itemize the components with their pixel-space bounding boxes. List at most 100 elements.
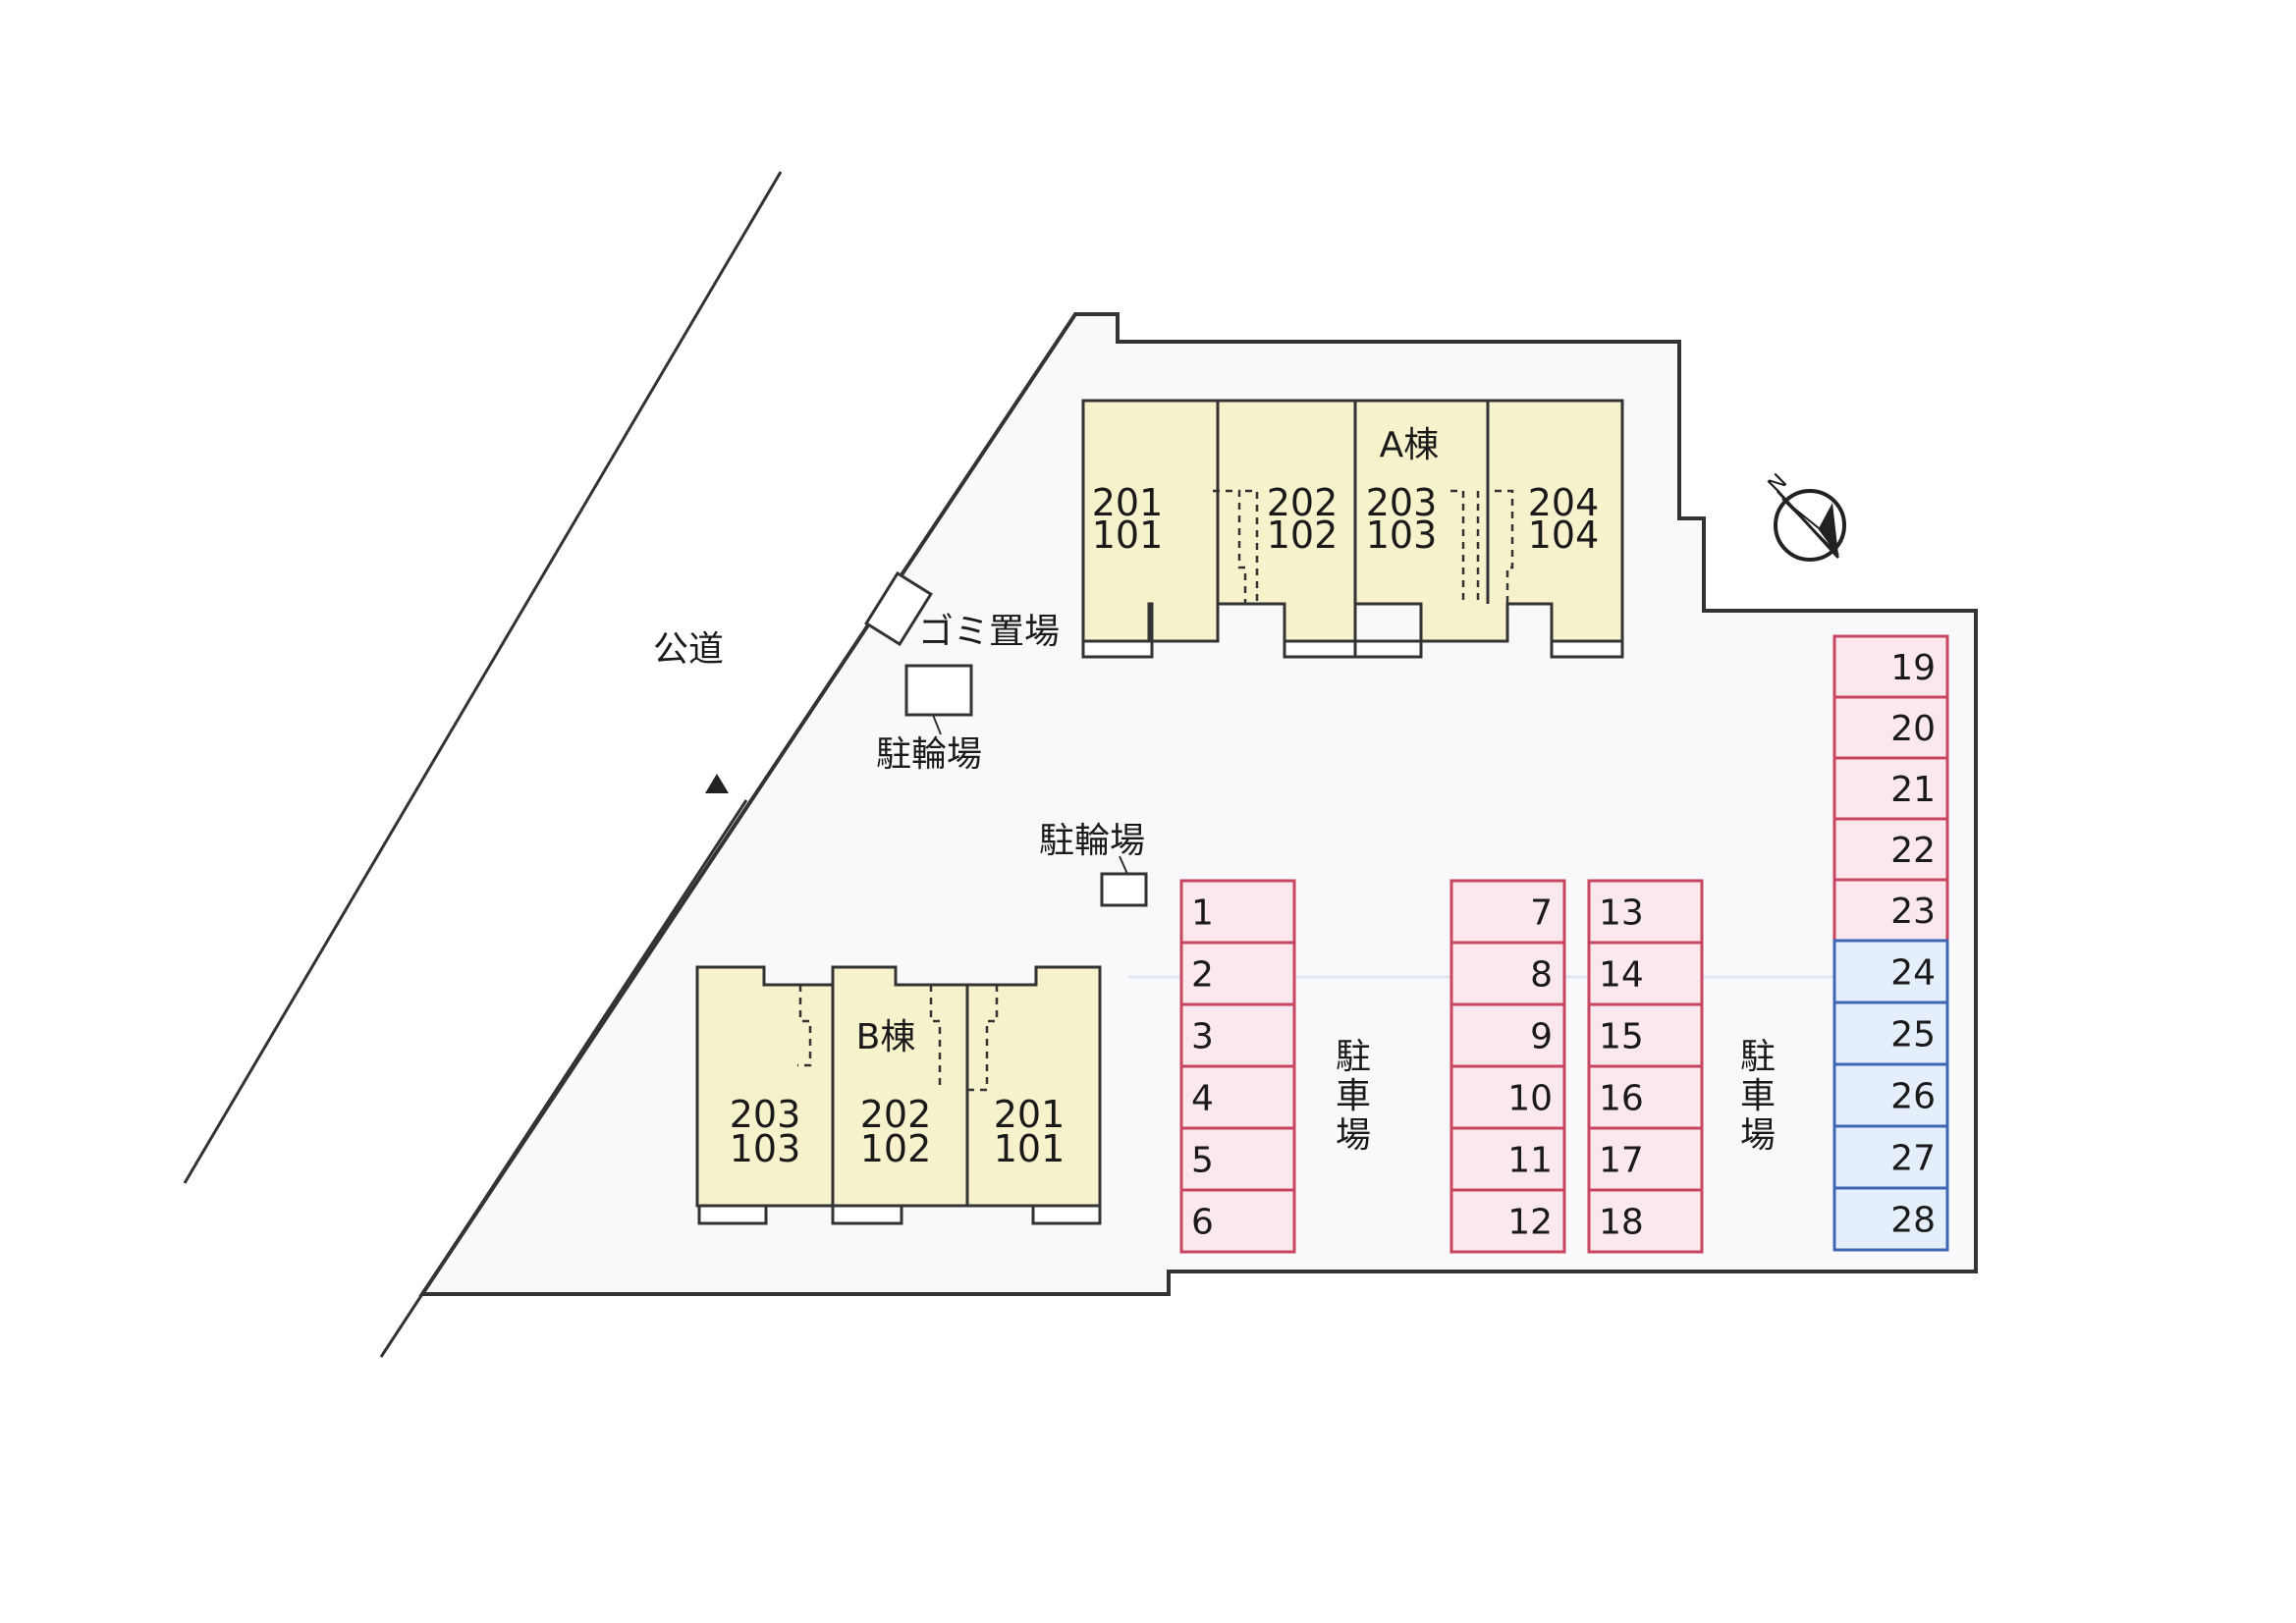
building-a-unit-lower: 103 <box>1366 514 1438 557</box>
parking-spot-number: 13 <box>1599 893 1644 934</box>
parking-spot <box>1832 878 1949 943</box>
building-a-stair <box>1450 489 1465 604</box>
parking-spot <box>1832 1001 1949 1066</box>
parking-spot <box>1449 1188 1566 1254</box>
svg-text:車: 車 <box>1740 1076 1776 1116</box>
parking-spot-number: 5 <box>1191 1141 1214 1181</box>
parking-spot <box>1449 1064 1566 1130</box>
building-b-unit-lower: 101 <box>994 1127 1066 1170</box>
building-b-unit-lower: 103 <box>730 1127 801 1170</box>
parking-spot <box>1832 1062 1949 1128</box>
building-a-unit-upper: 203 <box>1366 481 1438 524</box>
building-b-name: B棟 <box>856 1017 916 1057</box>
building-a-stair <box>1495 489 1514 604</box>
building-a-balcony <box>1353 639 1423 659</box>
parking-spot-number: 3 <box>1191 1017 1214 1057</box>
building-b-unit-lower: 102 <box>860 1127 932 1170</box>
parking-spot <box>1832 756 1949 821</box>
parking-spot <box>1587 1002 1704 1068</box>
parking-spot <box>1179 941 1296 1006</box>
parking-spot-number: 6 <box>1191 1203 1214 1243</box>
parking-spot <box>1832 1124 1949 1190</box>
building-a-unit-lower: 104 <box>1528 514 1600 557</box>
building-a: A棟 201 101 202 102 203 103 204 104 <box>1081 399 1624 659</box>
road-label: 公道 <box>653 629 724 670</box>
building-a-stair <box>1213 489 1247 604</box>
parking-spot-number: 23 <box>1890 892 1936 932</box>
parking-spot <box>1832 634 1949 699</box>
bicycle-shelter-1 <box>904 664 973 717</box>
parking-spot-number: 24 <box>1890 953 1936 994</box>
parking-spot-number: 2 <box>1191 955 1214 996</box>
parking-spot-number: 21 <box>1890 770 1936 810</box>
parking-spot <box>1449 1126 1566 1192</box>
building-a-stair <box>1245 489 1259 604</box>
building-b-unit-upper: 201 <box>994 1093 1066 1136</box>
compass-label: N <box>1764 469 1792 498</box>
building-b-balcony <box>1031 1204 1102 1225</box>
parking-spot <box>1587 879 1704 945</box>
parking-spot-number: 12 <box>1507 1203 1553 1243</box>
parking-spot-number: 11 <box>1507 1141 1553 1181</box>
building-a-name: A棟 <box>1380 425 1440 465</box>
parking-spot-number: 16 <box>1599 1079 1644 1119</box>
bicycle-label-1: 駐輪場 <box>876 734 982 775</box>
parking-spot-number: 19 <box>1890 648 1936 688</box>
parking-spots: 1234567891011121314151617181920212223242… <box>1179 634 1949 1254</box>
parking-spot <box>1587 1188 1704 1254</box>
parking-spot <box>1179 1188 1296 1254</box>
building-b-balcony <box>697 1204 768 1225</box>
building-a-unit-lower: 102 <box>1267 514 1339 557</box>
parking-spot <box>1449 1002 1566 1068</box>
building-b-stair <box>967 985 999 1092</box>
building-b-unit-upper: 202 <box>860 1093 932 1136</box>
parking-spot-number: 20 <box>1890 709 1936 749</box>
parking-spot <box>1449 941 1566 1006</box>
bicycle-label-2: 駐輪場 <box>1039 821 1145 861</box>
bicycle-shelter-2 <box>1100 872 1148 907</box>
building-a-unit-lower: 101 <box>1092 514 1164 557</box>
parking-spot-number: 15 <box>1599 1017 1644 1057</box>
building-b-stair <box>929 985 942 1090</box>
parking-spot-number: 14 <box>1599 955 1644 996</box>
building-a-unit-upper: 202 <box>1267 481 1339 524</box>
parking-spot-number: 28 <box>1890 1201 1936 1241</box>
parking-spot-number: 27 <box>1890 1139 1936 1179</box>
parking-spot-number: 26 <box>1890 1077 1936 1117</box>
parking-spot <box>1832 1186 1949 1252</box>
parking-label-2: 駐 <box>1740 1037 1776 1077</box>
parking-spot-number: 18 <box>1599 1203 1644 1243</box>
parking-spot-number: 25 <box>1890 1015 1936 1055</box>
building-b-unit-upper: 203 <box>730 1093 801 1136</box>
garbage-area <box>864 570 933 647</box>
parking-spot <box>1832 817 1949 882</box>
building-a-balcony <box>1081 639 1154 659</box>
svg-text:場: 場 <box>1336 1115 1371 1156</box>
parking-spot <box>1587 941 1704 1006</box>
building-a-balcony <box>1283 639 1357 659</box>
parking-spot <box>1832 695 1949 760</box>
garbage-label: ゴミ置場 <box>918 612 1060 652</box>
parking-spot-number: 9 <box>1530 1017 1553 1057</box>
building-b-balcony <box>831 1204 903 1225</box>
building-b: B棟 203 103 202 102 201 101 <box>695 965 1102 1225</box>
parking-label-1: 駐 <box>1336 1037 1371 1077</box>
svg-text:車: 車 <box>1336 1076 1371 1116</box>
north-arrow-icon: N <box>1764 469 1846 562</box>
parking-spot-number: 1 <box>1191 893 1214 934</box>
parking-spot-number: 22 <box>1890 831 1936 871</box>
parking-spot-number: 17 <box>1599 1141 1644 1181</box>
building-a-unit-upper: 204 <box>1528 481 1600 524</box>
svg-text:場: 場 <box>1740 1115 1776 1156</box>
building-b-stair <box>797 985 812 1067</box>
triangle-entrance-icon <box>705 774 729 793</box>
parking-spot-number: 8 <box>1530 955 1553 996</box>
parking-spot <box>1449 879 1566 945</box>
building-a-unit-upper: 201 <box>1092 481 1164 524</box>
parking-spot-number: 4 <box>1191 1079 1214 1119</box>
parking-spot-number: 7 <box>1530 893 1553 934</box>
road-line-upper <box>183 171 783 1184</box>
building-a-balcony <box>1550 639 1624 659</box>
parking-spot-number: 10 <box>1507 1079 1553 1119</box>
